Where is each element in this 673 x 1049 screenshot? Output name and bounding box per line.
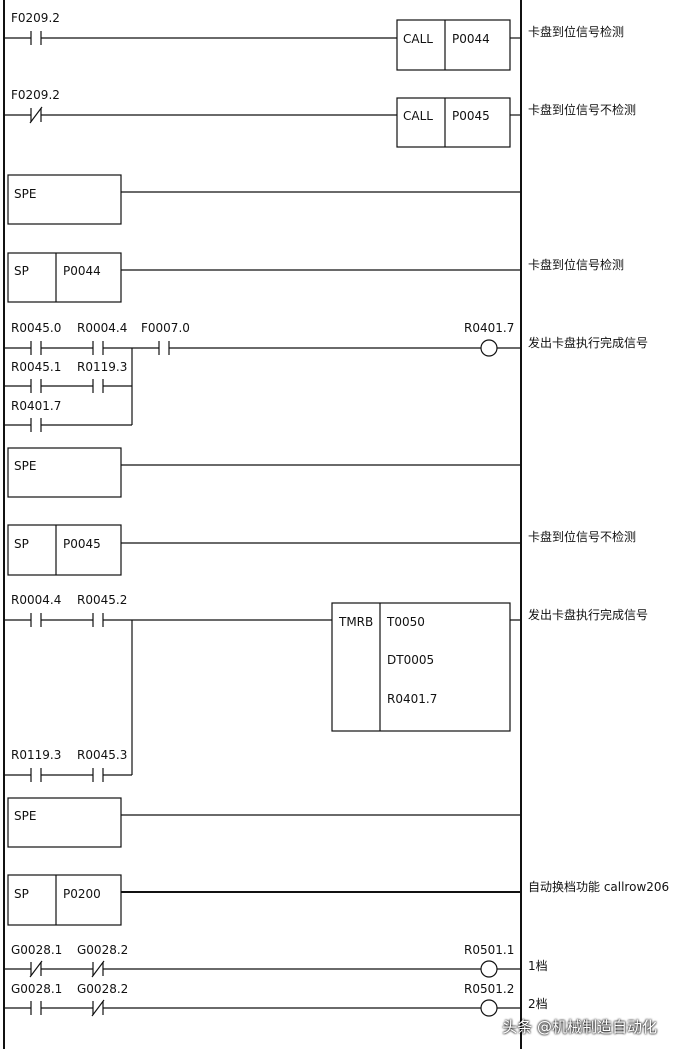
rung-12: G0028.1 G0028.2 R0501.2 2档 [4,982,548,1017]
spe-box [7,447,122,498]
no-contact [30,31,42,45]
rung-8: R0004.4 R0045.2 R0119.3 R0045.3 TMRB T00… [4,593,648,782]
rung-comment: 1档 [528,959,548,973]
no-contact [30,1001,42,1015]
box-op: SP [14,264,29,278]
rung-4: SP P0044 卡盘到位信号检测 [7,252,624,303]
rung-comment: 卡盘到位信号不检测 [528,102,636,117]
box-arg: R0401.7 [387,692,437,706]
spe-box [7,797,122,848]
rung-3: SPE [7,174,521,225]
box-op: SP [14,887,29,901]
contact-label: R0045.1 [11,360,61,374]
output-coil [480,339,498,357]
rung-comment: 卡盘到位信号检测 [528,257,624,272]
box-arg: P0200 [63,887,101,901]
contact-label: R0401.7 [11,399,61,413]
contact-label: G0028.2 [77,943,128,957]
rung-10: SP P0200 自动换档功能 callrow206 [7,874,669,926]
rung-1: F0209.2 CALL P0044 卡盘到位信号检测 [4,11,624,71]
rung-2: F0209.2 CALL P0045 卡盘到位信号不检测 [4,88,636,148]
box-op: SPE [14,187,36,201]
coil-label: R0501.1 [464,943,514,957]
box-op: CALL [403,32,433,46]
box-op: SPE [14,809,36,823]
call-box: CALL P0044 [396,19,511,71]
rung-11: G0028.1 G0028.2 R0501.1 1档 [4,943,548,978]
spe-box [7,174,122,225]
contact-label: R0045.2 [77,593,127,607]
no-contact [30,418,42,432]
nc-contact [91,999,105,1017]
contact-label: F0209.2 [11,88,60,102]
rung-comment: 发出卡盘执行完成信号 [528,607,648,622]
coil-label: R0401.7 [464,321,514,335]
no-contact [92,379,104,393]
coil-label: R0501.2 [464,982,514,996]
box-op: SPE [14,459,36,473]
nc-contact [29,960,43,978]
contact-label: R0045.0 [11,321,61,335]
rung-comment: 卡盘到位信号检测 [528,24,624,39]
rung-comment: 卡盘到位信号不检测 [528,529,636,544]
nc-contact [29,106,43,124]
contact-label: R0119.3 [11,748,61,762]
contact-label: R0119.3 [77,360,127,374]
rung-5: R0045.0 R0004.4 R0045.1 R0119.3 R0401.7 … [4,321,648,432]
sp-box [7,524,122,576]
no-contact [92,341,104,355]
no-contact [30,768,42,782]
tmrb-box: TMRB T0050 DT0005 R0401.7 [331,602,511,732]
rung-9: SPE [7,797,521,848]
contact-label: R0045.3 [77,748,127,762]
no-contact [30,379,42,393]
contact-label: F0007.0 [141,321,190,335]
call-box: CALL P0045 [396,97,511,148]
rung-comment: 2档 [528,997,548,1011]
contact-label: R0004.4 [11,593,61,607]
no-contact [30,341,42,355]
rung-wire [4,619,521,776]
box-arg: P0044 [452,32,490,46]
box-arg: T0050 [386,615,425,629]
rung-comment: 自动换档功能 callrow206 [528,880,669,894]
contact-label: G0028.1 [11,982,62,996]
contact-label: G0028.1 [11,943,62,957]
output-coil [480,960,498,978]
box-arg: P0045 [63,537,101,551]
rung-wire [4,347,521,426]
contact-label: R0004.4 [77,321,127,335]
no-contact [92,613,104,627]
output-coil [480,999,498,1017]
rung-comment: 发出卡盘执行完成信号 [528,335,648,350]
watermark: 头条 @机械制造自动化 [502,1018,657,1036]
no-contact [158,341,170,355]
rung-7: SP P0045 卡盘到位信号不检测 [7,524,636,576]
nc-contact [91,960,105,978]
no-contact [30,613,42,627]
box-op: CALL [403,109,433,123]
contact-label: G0028.2 [77,982,128,996]
box-arg: P0044 [63,264,101,278]
box-op: SP [14,537,29,551]
box-arg: P0045 [452,109,490,123]
no-contact [92,768,104,782]
sp-box [7,252,122,303]
box-arg: DT0005 [387,653,434,667]
contact-label: F0209.2 [11,11,60,25]
rung-6: SPE [7,447,521,498]
sp-box [7,874,122,926]
box-op: TMRB [338,615,373,629]
